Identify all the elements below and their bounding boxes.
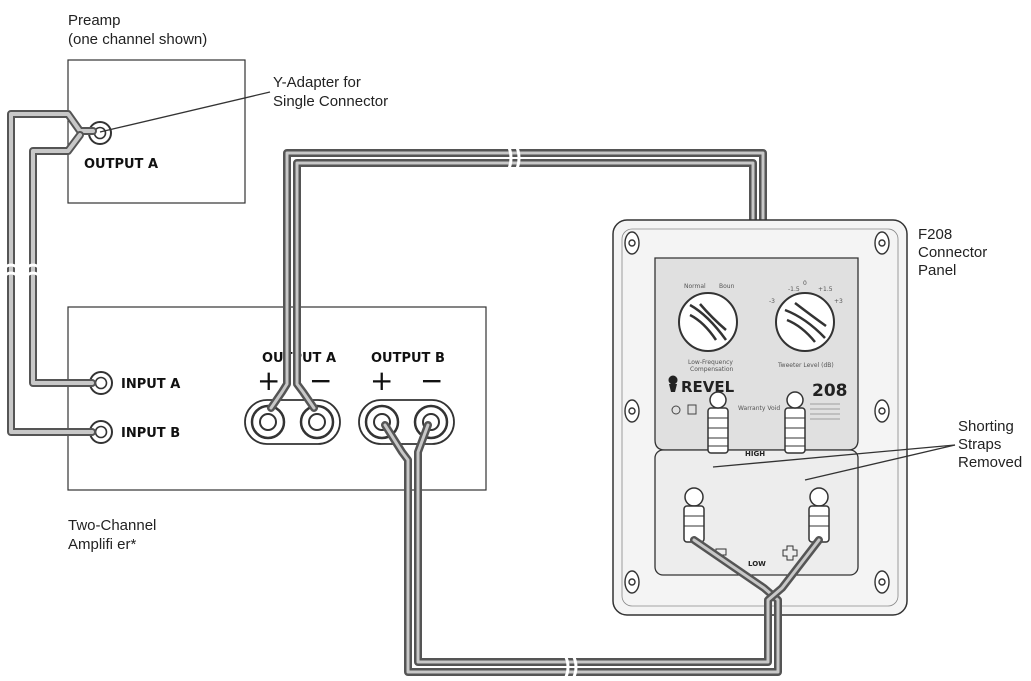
high-terminal-negative (707, 391, 729, 454)
amplifier-label-line1: Two-Channel (68, 517, 156, 534)
output-b-plus-sign: + (370, 364, 393, 397)
straps-label-line1: Shorting (958, 418, 1014, 435)
low-terminal-negative (683, 487, 705, 543)
knob-label-normal: Normal (684, 283, 706, 290)
y-adapter-label-line1: Y-Adapter for (273, 74, 361, 91)
amplifier-label-line2: Amplifi er* (68, 536, 137, 553)
mounting-screw-icon (624, 231, 890, 594)
input-b-label: INPUT B (121, 426, 180, 441)
low-frequency-cable (381, 421, 823, 681)
warranty-label: Warranty Void (738, 405, 780, 412)
panel-label-line2: Connector (918, 244, 987, 261)
input-b-jack (89, 420, 113, 444)
tweeter-level-knob (775, 292, 835, 352)
tweeter-level-label: Tweeter Level (dB) (777, 362, 834, 369)
panel-label-line3: Panel (918, 262, 956, 279)
knob-scale-5: +3 (834, 298, 843, 305)
input-cable-y-adapter (2, 110, 97, 436)
knob-scale-4: -3 (769, 298, 775, 305)
y-adapter-label-line2: Single Connector (273, 93, 388, 110)
input-a-label: INPUT A (121, 377, 180, 392)
knob-scale-1: -1.5 (788, 286, 800, 293)
straps-label-line2: Straps (958, 436, 1001, 453)
amp-output-b-label: OUTPUT B (371, 351, 445, 366)
lf-comp-label-1: Low-Frequency (688, 359, 733, 366)
certification-icons (671, 404, 697, 415)
preamp-label-line2: (one channel shown) (68, 31, 207, 48)
model-number: 208 (812, 381, 848, 401)
knob-scale-2: 0 (803, 280, 807, 287)
lf-compensation-knob (678, 292, 738, 352)
straps-label-line3: Removed (958, 454, 1022, 471)
high-label: HIGH (745, 450, 765, 458)
output-b-terminals (358, 399, 455, 445)
brand-name: REVEL (681, 378, 735, 396)
straps-leader-lower (804, 444, 956, 481)
preamp-label-line1: Preamp (68, 12, 121, 29)
preamp-output-a-label: OUTPUT A (84, 157, 158, 172)
low-label: LOW (748, 560, 766, 568)
knob-scale-3: +1.5 (818, 286, 833, 293)
knob-label-boundary: Boun (719, 283, 735, 290)
lf-comp-label-2: Compensation (690, 366, 734, 373)
panel-label-line1: F208 (918, 226, 952, 243)
high-terminal-positive (784, 391, 806, 454)
output-b-minus-sign: − (420, 364, 443, 397)
output-a-plus-sign: + (257, 364, 280, 397)
y-adapter-leader-line (99, 91, 271, 133)
output-a-minus-sign: − (309, 364, 332, 397)
spec-text-lines (810, 403, 840, 420)
brand-logo-icon: REVEL (668, 375, 735, 396)
straps-leader-upper (712, 444, 956, 468)
output-a-terminals (244, 399, 341, 445)
low-plus-marker (782, 545, 798, 561)
low-terminal-positive (808, 487, 830, 543)
connector-panel: Normal Boun Low-Frequency Compensation T… (612, 219, 908, 616)
preamp-unit: Preamp (one channel shown) OUTPUT A (67, 12, 246, 204)
